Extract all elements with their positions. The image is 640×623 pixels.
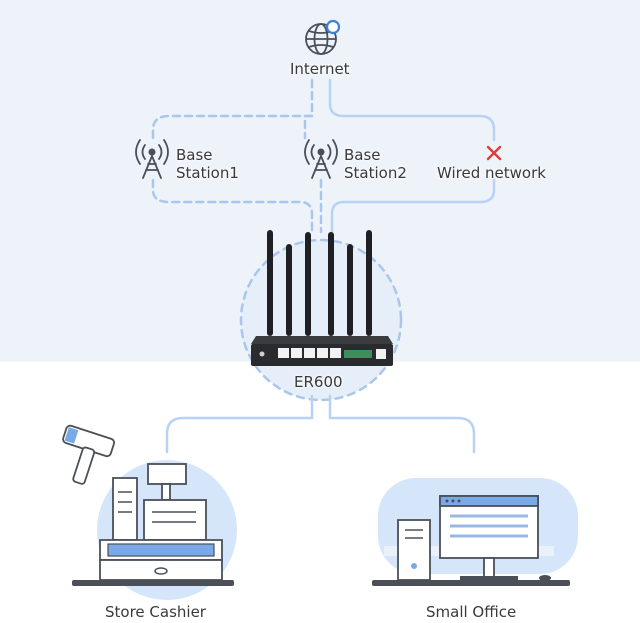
link-router-office <box>328 394 476 454</box>
cash-register-icon <box>62 424 237 600</box>
wired-network-label: Wired network <box>437 164 546 182</box>
link-internet-wired <box>328 78 496 142</box>
small-office-label: Small Office <box>426 603 517 621</box>
internet-label: Internet <box>290 60 350 78</box>
link-internet-base-stations <box>151 78 314 140</box>
link-base-station1-router <box>151 178 314 234</box>
router-icon <box>251 230 393 366</box>
cell-tower-icon <box>304 139 338 179</box>
store-cashier-label: Store Cashier <box>105 603 206 621</box>
link-router-store <box>165 394 314 454</box>
cell-tower-icon <box>135 139 169 179</box>
link-internet-base-station2 <box>303 114 314 140</box>
x-mark-icon <box>486 145 502 161</box>
base-station2-label-line2: Station2 <box>344 164 407 182</box>
router-label: ER600 <box>294 373 343 391</box>
office-computer-icon <box>372 478 578 586</box>
base-station1-label-line2: Station1 <box>176 164 239 182</box>
connection-lines <box>151 78 496 454</box>
base-station2-label-line1: Base <box>344 146 381 164</box>
link-wired-router <box>330 178 496 234</box>
base-station1-label-line1: Base <box>176 146 213 164</box>
globe-icon <box>305 19 341 55</box>
